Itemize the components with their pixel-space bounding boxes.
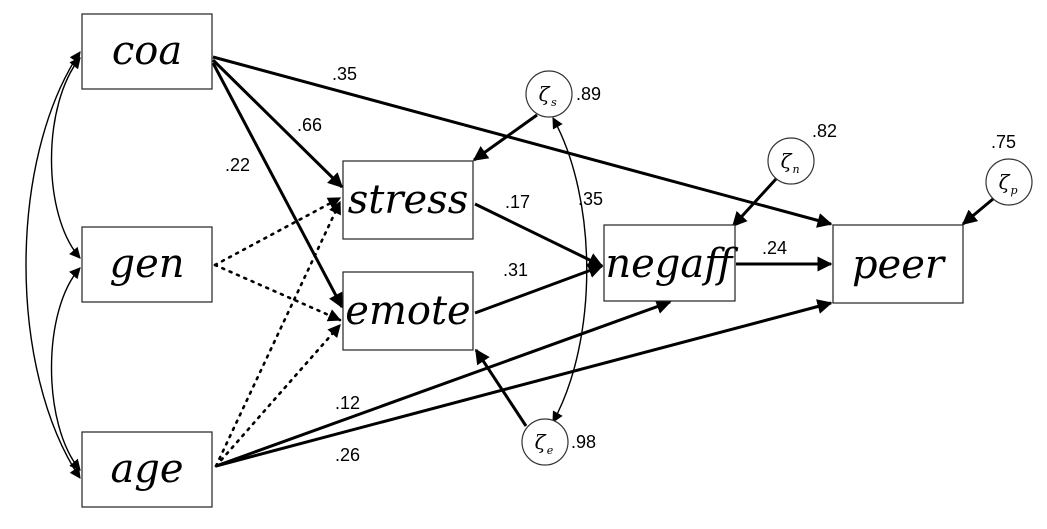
coef-coa-stress: .66 <box>297 115 322 135</box>
zeta-e-symbol: ζ <box>535 430 547 454</box>
node-coa-label: coa <box>112 28 182 74</box>
zeta-p: ζ p <box>985 158 1033 206</box>
path-zeta-e-emote <box>474 348 528 427</box>
node-gen-label: gen <box>109 241 184 287</box>
coef-coa-peer: .35 <box>332 64 357 84</box>
path-age-stress <box>214 200 342 468</box>
path-coa-stress <box>211 58 344 189</box>
zeta-s: ζ s <box>525 70 573 118</box>
zeta-n-subscript: n <box>792 163 799 176</box>
path-age-negaff <box>215 299 672 468</box>
cov-coa-gen <box>50 57 81 259</box>
zeta-s-subscript: s <box>551 96 557 109</box>
coef-coa-emote: .22 <box>225 155 250 175</box>
zeta-s-value: .89 <box>576 84 601 104</box>
node-age-label: age <box>110 446 183 492</box>
path-gen-stress <box>213 196 342 267</box>
path-zeta-p-peer <box>961 197 994 226</box>
coef-emote-negaff: .31 <box>503 260 528 280</box>
zeta-n-symbol: ζ <box>781 149 793 173</box>
zeta-p-symbol: ζ <box>999 170 1011 194</box>
zeta-n: ζ n <box>767 137 815 185</box>
path-stress-negaff <box>474 202 604 268</box>
path-emote-negaff <box>474 263 604 315</box>
path-gen-emote <box>213 263 342 322</box>
coef-age-peer: .26 <box>335 445 360 465</box>
node-emote-label: emote <box>345 288 470 334</box>
node-coa: coa <box>81 13 213 90</box>
coef-negaff-peer: .24 <box>762 238 787 258</box>
coef-age-negaff: .12 <box>335 393 360 413</box>
zeta-e-value: .98 <box>571 432 596 452</box>
node-gen: gen <box>81 226 213 303</box>
path-zeta-n-negaff <box>731 177 778 228</box>
node-stress-label: stress <box>348 177 468 223</box>
zeta-s-symbol: ζ <box>539 82 551 106</box>
zeta-e: ζ e <box>521 418 569 466</box>
path-coa-emote <box>211 62 344 309</box>
path-zeta-s-stress <box>472 113 538 162</box>
node-age: age <box>81 431 213 508</box>
zeta-p-value: .75 <box>991 132 1016 152</box>
cov-gen-age <box>50 267 81 471</box>
cov-zeta-s-zeta-e <box>552 117 588 423</box>
node-emote: emote <box>342 271 474 351</box>
zeta-e-subscript: e <box>547 444 554 457</box>
node-stress: stress <box>342 160 474 240</box>
node-negaff-label: negaff <box>605 241 739 287</box>
path-coa-peer <box>212 55 833 228</box>
cov-coa-age <box>25 51 81 479</box>
node-peer-label: peer <box>852 242 947 288</box>
zeta-n-value: .82 <box>812 121 837 141</box>
node-negaff: negaff <box>603 224 739 302</box>
zeta-p-subscript: p <box>1010 184 1017 197</box>
coef-zeta-cov: .35 <box>578 189 603 209</box>
path-age-peer <box>215 299 833 468</box>
node-peer: peer <box>832 224 964 304</box>
coef-stress-negaff: .17 <box>505 192 530 212</box>
path-age-emote <box>214 323 342 468</box>
